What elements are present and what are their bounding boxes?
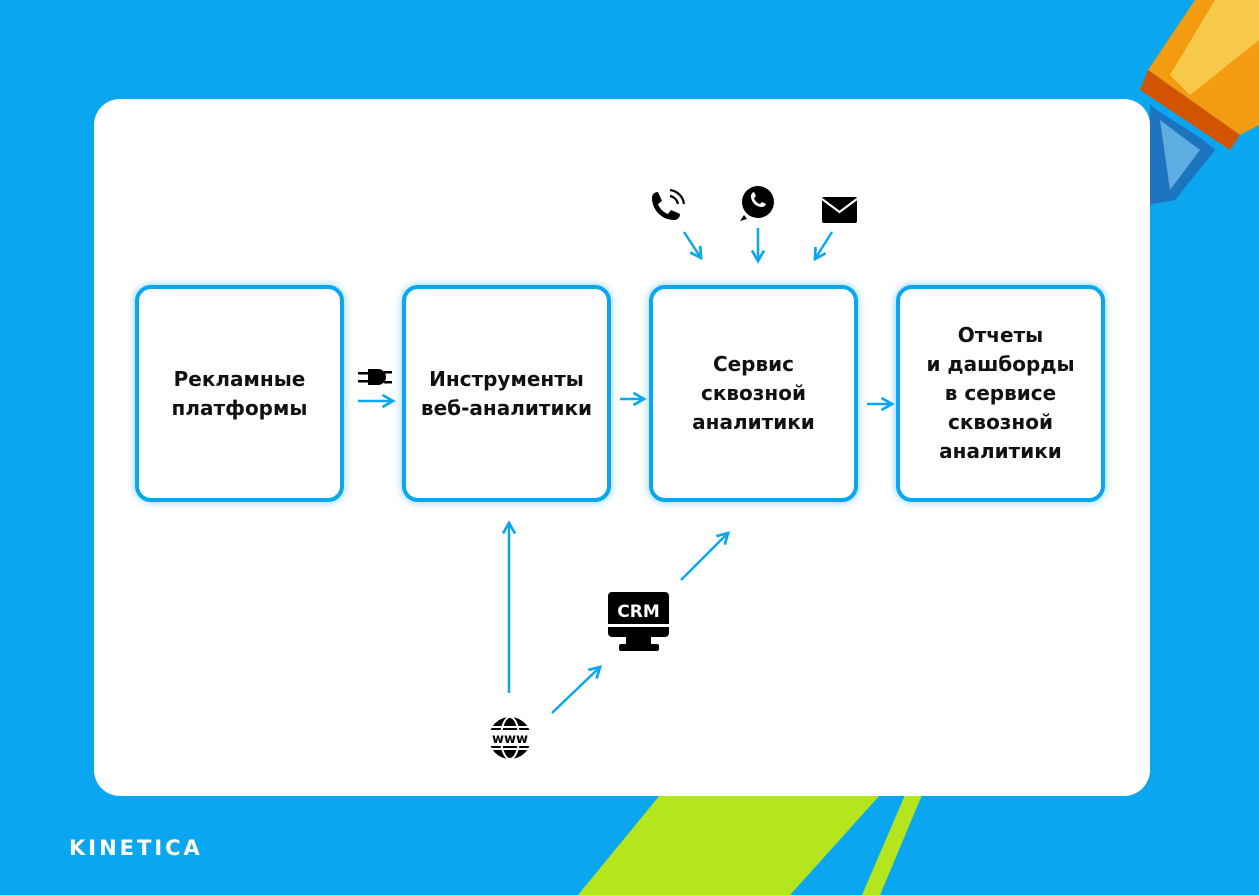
plug-icon bbox=[358, 369, 392, 385]
node-e2e-service: Сервис сквозной аналитики bbox=[649, 285, 858, 502]
brand-logo: KINETICA bbox=[69, 836, 203, 860]
node-label: Инструменты веб-аналитики bbox=[420, 366, 593, 420]
www-icon: www bbox=[484, 716, 536, 760]
whatsapp-icon bbox=[740, 186, 774, 221]
node-ad-platforms: Рекламные платформы bbox=[135, 285, 344, 502]
green-stripe-thin bbox=[862, 795, 922, 895]
node-label: Сервис сквозной аналитики bbox=[692, 352, 815, 434]
edge-mail-to-service bbox=[813, 231, 834, 262]
phone-icon bbox=[652, 188, 686, 220]
node-label: Рекламные платформы bbox=[171, 366, 308, 420]
crm-icon-text: CRM bbox=[617, 602, 659, 622]
edge-phone-to-service bbox=[682, 231, 703, 261]
mail-icon bbox=[821, 197, 858, 223]
crm-icon: CRM bbox=[608, 592, 669, 651]
green-stripe bbox=[578, 795, 880, 895]
node-web-analytics: Инструменты веб-аналитики bbox=[402, 285, 611, 502]
pen-decoration-icon bbox=[1140, 0, 1259, 205]
edge-www-to-crm bbox=[551, 665, 602, 714]
node-reports: Отчеты и дашборды в сервисе сквозной ана… bbox=[896, 285, 1105, 502]
edge-crm-to-service bbox=[680, 531, 730, 581]
www-icon-text: www bbox=[492, 732, 528, 747]
node-label: Отчеты и дашборды в сервисе сквозной ана… bbox=[926, 323, 1075, 463]
